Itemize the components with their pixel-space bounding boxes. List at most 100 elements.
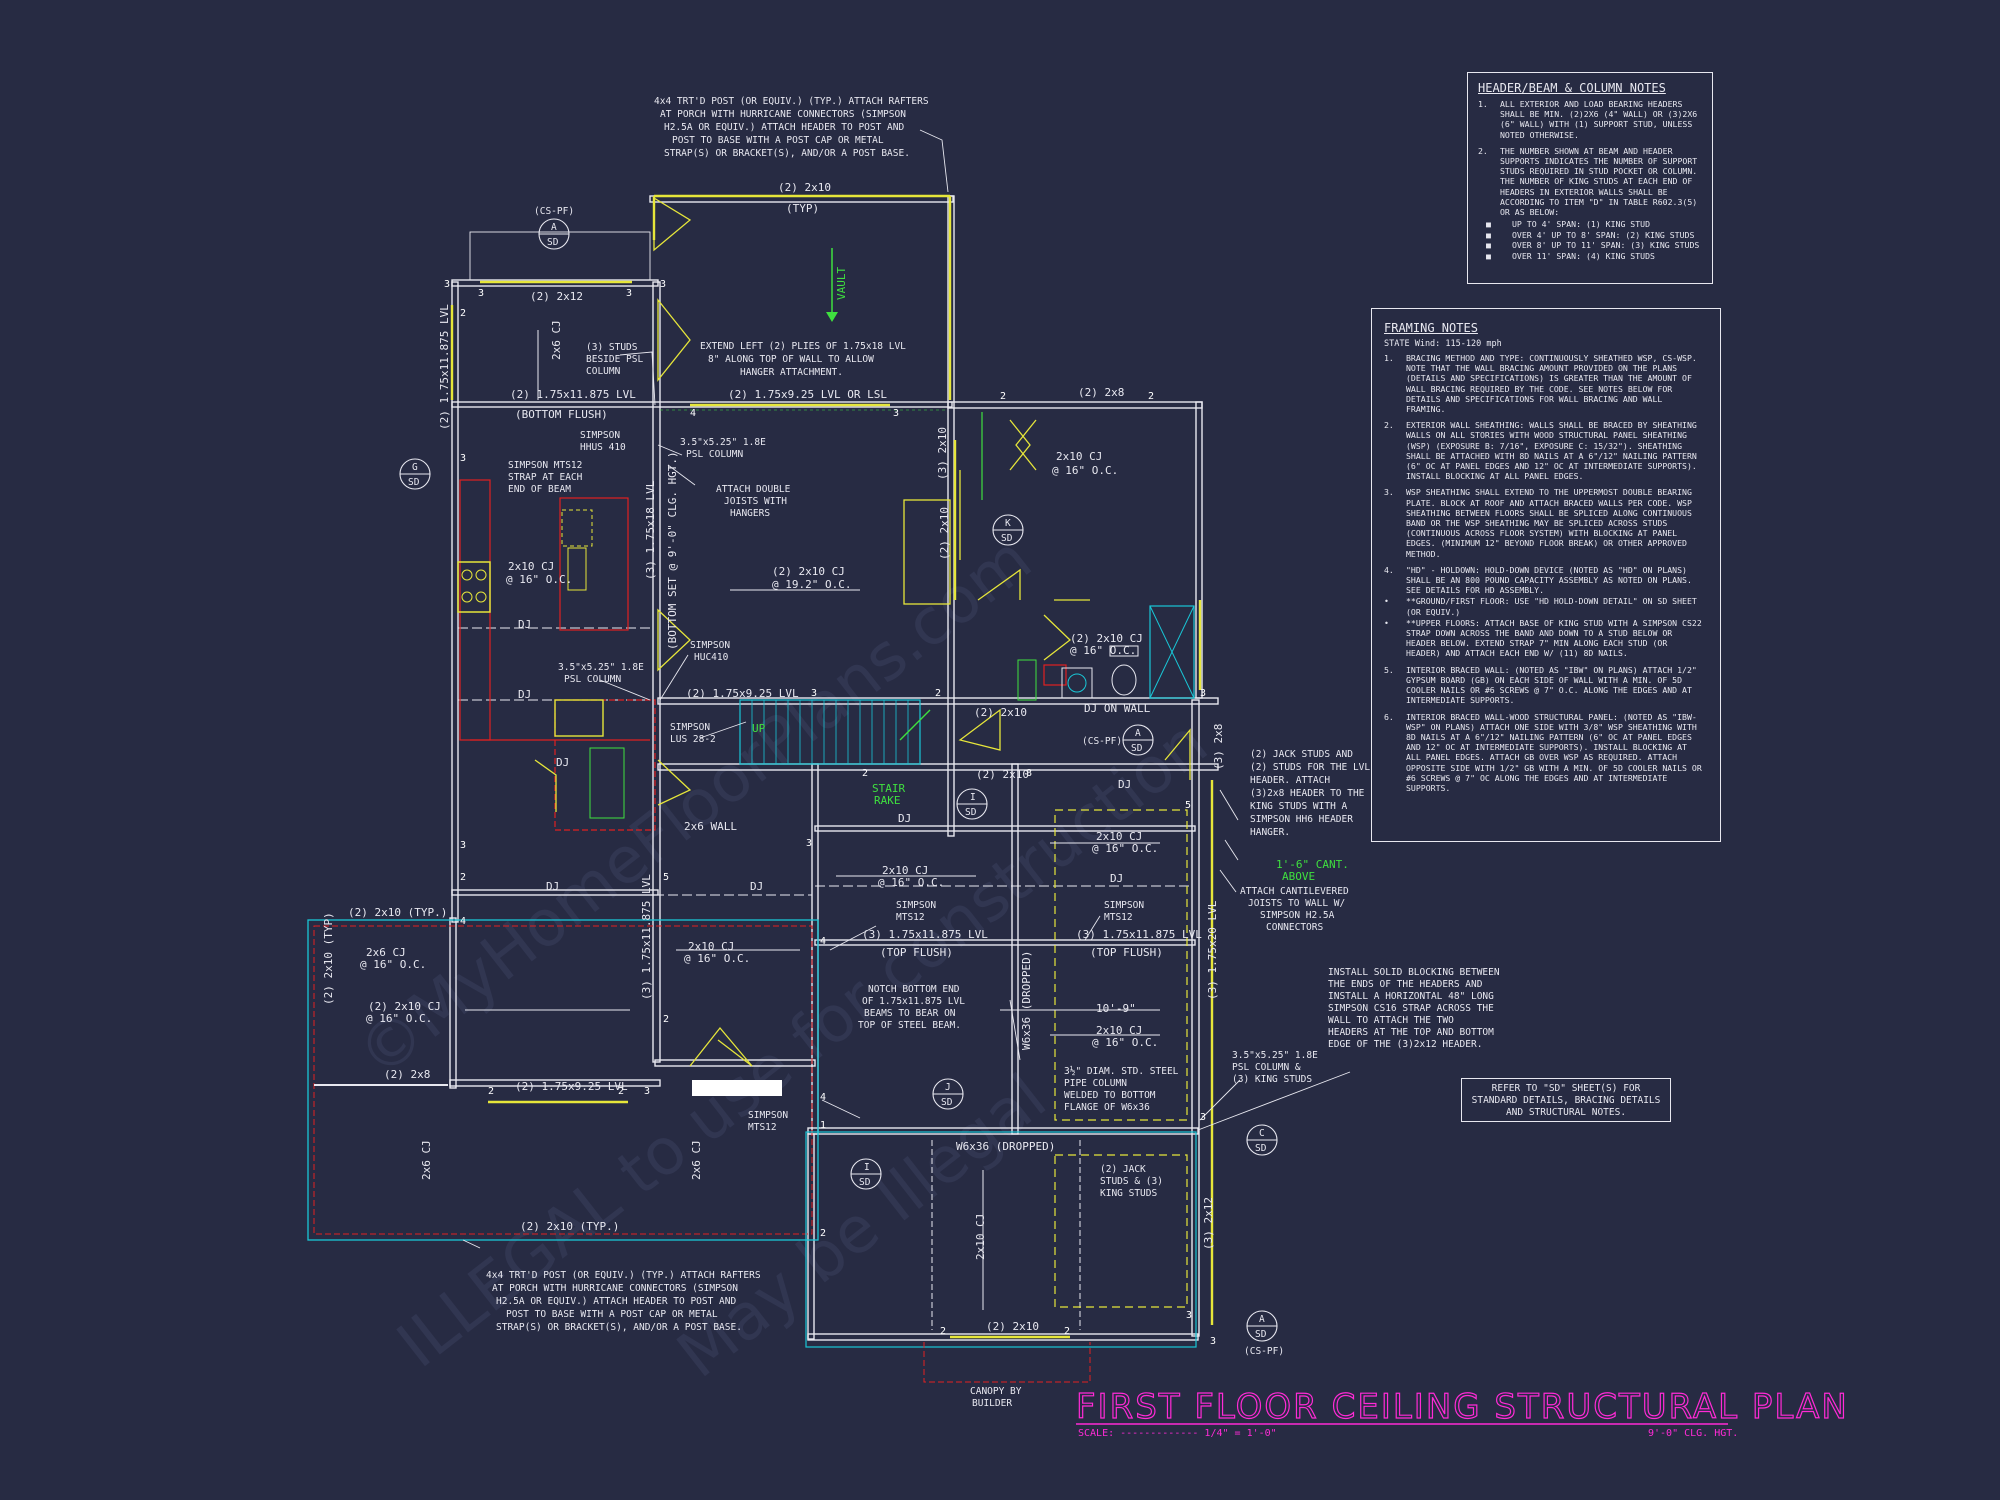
svg-text:(2) JACK: (2) JACK — [1100, 1164, 1146, 1175]
stud-count-15: 2 — [460, 872, 466, 883]
beam-lvl-stair: (2) 1.75x9.25 LVL — [686, 687, 799, 700]
svg-text:SD: SD — [1131, 743, 1143, 754]
kitchen-fixtures — [457, 509, 625, 819]
stud-count-32: 2 — [862, 768, 868, 779]
framing-notes-subtitle: STATE Wind: 115-120 mph — [1384, 339, 1502, 349]
svg-text:1'-6" CANT.: 1'-6" CANT. — [1276, 858, 1349, 871]
stud-count-8: 3 — [893, 408, 899, 419]
leader-lines — [462, 129, 1351, 1249]
cj-spacing-porch: @ 16" O.C. — [360, 958, 426, 971]
svg-text:SIMPSON H2.5A: SIMPSON H2.5A — [1260, 910, 1335, 921]
svg-text:LUS 28-2: LUS 28-2 — [670, 734, 716, 745]
dj-3: DJ — [556, 756, 569, 769]
svg-text:(3) KING STUDS: (3) KING STUDS — [1232, 1074, 1312, 1085]
wall-right-top — [947, 401, 1203, 409]
svg-text:3.5"x5.25" 1.8E: 3.5"x5.25" 1.8E — [680, 437, 766, 448]
svg-text:INSTALL A HORIZONTAL 48" LONG: INSTALL A HORIZONTAL 48" LONG — [1328, 991, 1494, 1002]
callout-extend-left: EXTEND LEFT (2) PLIES OF 1.75x18 LVL 8" … — [700, 341, 906, 378]
svg-text:H2.5A OR EQUIV.) ATTACH HEADER: H2.5A OR EQUIV.) ATTACH HEADER TO POST A… — [496, 1296, 736, 1307]
yellow-beams — [450, 194, 1214, 1339]
beam-lvl-right: (3) 1.75x11.875 LVL — [1076, 928, 1202, 941]
framing-note-6: 6.INTERIOR BRACED WALL-WOOD STRUCTURAL P… — [1384, 711, 1702, 793]
yellow-dashed-areas — [1054, 809, 1188, 1308]
callout-psl-column-1: 3.5"x5.25" 1.8E PSL COLUMN — [680, 437, 766, 460]
svg-text:A: A — [551, 222, 557, 233]
header-beam-notes-box: HEADER/BEAM & COLUMN NOTES 1. ALL EXTERI… — [1467, 72, 1713, 284]
beam-w6x36: W6x36 (DROPPED) — [956, 1140, 1055, 1153]
stud-count-5: 2 — [460, 308, 466, 319]
stud-count-29: 3 — [644, 1086, 650, 1097]
wall-bay-top — [469, 231, 651, 281]
cj-label-kitchen: 2x10 CJ — [508, 560, 554, 573]
svg-text:OF 1.75x11.875 LVL: OF 1.75x11.875 LVL — [862, 996, 965, 1007]
left-porch — [307, 919, 1197, 1348]
header-beam-notes-title: HEADER/BEAM & COLUMN NOTES — [1478, 81, 1666, 95]
svg-text:HUC410: HUC410 — [694, 652, 729, 663]
cj-spacing-right-b: @ 16" O.C. — [1092, 1036, 1158, 1049]
svg-text:CONNECTORS: CONNECTORS — [1266, 922, 1323, 933]
refer-sd-note: REFER TO "SD" SHEET(S) FOR STANDARD DETA… — [1471, 1083, 1661, 1118]
svg-text:4x4 TRT'D POST (OR EQUIV.) (TY: 4x4 TRT'D POST (OR EQUIV.) (TYP.) ATTACH… — [654, 96, 929, 107]
ceiling-height-label: 9'-0" CLG. HGT. — [1648, 1428, 1738, 1439]
callout-porch-bottom: 4x4 TRT'D POST (OR EQUIV.) (TYP.) ATTACH… — [486, 1270, 761, 1333]
framing-note-2: 2.EXTERIOR WALL SHEATHING: WALLS SHALL B… — [1384, 420, 1697, 482]
svg-text:K: K — [1005, 518, 1011, 529]
stud-count-24: 3 — [1210, 1336, 1216, 1347]
svg-text:NOTCH BOTTOM END: NOTCH BOTTOM END — [868, 984, 960, 995]
framing-note-4b: •**UPPER FLOORS: ATTACH BASE OF KING STU… — [1384, 617, 1702, 659]
wall-garage-left — [807, 1133, 815, 1340]
bath-fixtures — [1017, 605, 1195, 701]
dj-6: DJ — [898, 812, 911, 825]
beam-2x10-top: (2) 2x10 — [778, 181, 831, 194]
stud-count-11: 3 — [811, 688, 817, 699]
svg-text:(CS-PF): (CS-PF) — [1244, 1346, 1284, 1357]
svg-text:(2) STUDS FOR THE LVL: (2) STUDS FOR THE LVL — [1250, 762, 1370, 773]
cj-spacing-right-a: @ 16" O.C. — [1092, 842, 1158, 855]
framing-note-5: 5.INTERIOR BRACED WALL: (NOTED AS "IBW" … — [1384, 664, 1697, 706]
dj-4: DJ — [546, 880, 559, 893]
stud-count-33: 8 — [1026, 768, 1032, 779]
svg-text:C: C — [1259, 1128, 1265, 1139]
callout-notch: NOTCH BOTTOM END OF 1.75x11.875 LVL BEAM… — [858, 984, 965, 1031]
svg-text:4x4 TRT'D POST (OR EQUIV.) (TY: 4x4 TRT'D POST (OR EQUIV.) (TYP.) ATTACH… — [486, 1270, 761, 1281]
svg-text:POST TO BASE WITH A POST CAP O: POST TO BASE WITH A POST CAP OR METAL — [672, 135, 884, 146]
svg-text:END OF BEAM: END OF BEAM — [508, 484, 571, 495]
cj-label-vert-top: 2x6 CJ — [550, 320, 563, 360]
callout-psl-column-3: 3.5"x5.25" 1.8E PSL COLUMN & (3) KING ST… — [1232, 1050, 1318, 1085]
wall-bottom-left — [449, 1079, 661, 1087]
stud-count-4: 3 — [660, 279, 666, 290]
callout-simpson-huc: SIMPSON HUC410 — [690, 640, 730, 663]
beam-bottom-flush: (BOTTOM FLUSH) — [515, 408, 608, 421]
header-note-2: 2. THE NUMBER SHOWN AT BEAM AND HEADER S… — [1478, 145, 1698, 218]
beam-lvl-or-lsl: (2) 1.75x9.25 LVL OR LSL — [728, 388, 887, 401]
beam-2x10-hall: (2) 2x10 — [976, 768, 1029, 781]
svg-text:SD: SD — [859, 1177, 871, 1188]
svg-text:MTS12: MTS12 — [896, 912, 925, 923]
section-marker-a-bottom: A SD (CS-PF) — [1244, 1310, 1284, 1357]
cj-label-porch: 2x6 CJ — [366, 946, 406, 959]
beam-2x8-porch: (2) 2x8 — [384, 1068, 430, 1081]
callout-simpson-hhus: SIMPSON HHUS 410 — [580, 430, 626, 453]
stud-count-21: 1 — [820, 1120, 826, 1131]
header-note-1: 1. ALL EXTERIOR AND LOAD BEARING HEADERS… — [1478, 99, 1698, 140]
svg-text:J: J — [945, 1082, 951, 1093]
svg-text:8" ALONG TOP OF WALL TO ALLOW: 8" ALONG TOP OF WALL TO ALLOW — [708, 354, 874, 365]
beam-bottom-set: (BOTTOM SET @ 9'-0" CLG. HGT.) — [666, 451, 679, 650]
dj-1: DJ — [518, 618, 531, 631]
dj-5: DJ — [750, 880, 763, 893]
svg-text:STRAP(S) OR BRACKET(S), AND/OR: STRAP(S) OR BRACKET(S), AND/OR A POST BA… — [664, 148, 910, 159]
cj-label-right-b: 2x10 CJ — [1096, 1024, 1142, 1037]
dimension-arrows — [465, 330, 1160, 1310]
svg-text:CANOPY BY: CANOPY BY — [970, 1386, 1022, 1397]
svg-text:THE ENDS OF THE HEADERS AND: THE ENDS OF THE HEADERS AND — [1328, 979, 1483, 990]
svg-text:PSL COLUMN: PSL COLUMN — [564, 674, 621, 685]
svg-text:3.5"x5.25" 1.8E: 3.5"x5.25" 1.8E — [558, 662, 644, 673]
stud-count-31: 2 — [663, 1014, 669, 1025]
refer-sd-note-box: REFER TO "SD" SHEET(S) FOR STANDARD DETA… — [1461, 1078, 1671, 1122]
callout-steel-column: 3½" DIAM. STD. STEEL PIPE COLUMN WELDED … — [1064, 1066, 1179, 1113]
stud-count-28: 2 — [618, 1086, 624, 1097]
stud-count-20: 4 — [820, 1092, 826, 1103]
stud-count-19: 4 — [820, 936, 826, 947]
svg-text:SIMPSON: SIMPSON — [690, 640, 730, 651]
